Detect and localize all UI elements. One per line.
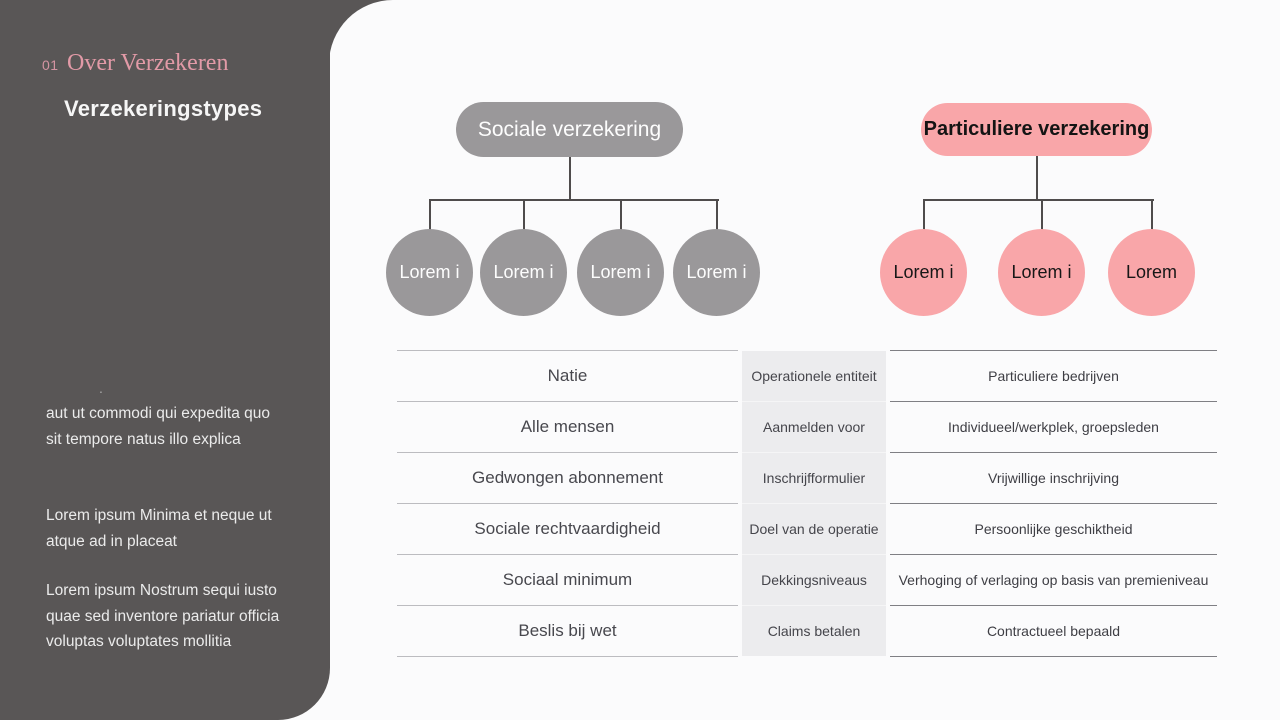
tree-private-stem — [1036, 155, 1038, 200]
tree-private-drop — [1151, 200, 1153, 230]
table-cell-social: Beslis bij wet — [397, 606, 738, 657]
sidebar-paragraph: aut ut commodi qui expedita quo sit temp… — [46, 405, 271, 448]
table-cell-private: Individueel/werkplek, groepsleden — [890, 402, 1217, 453]
tree-social-drop — [716, 200, 718, 230]
tree-node-social: Lorem i — [577, 229, 664, 316]
table-cell-attribute: Doel van de operatie — [742, 504, 886, 555]
tree-root-social: Sociale verzekering — [456, 102, 683, 157]
tree-private-crossbar — [923, 199, 1154, 201]
table-cell-social: Sociale rechtvaardigheid — [397, 504, 738, 555]
table-cell-social: Sociaal minimum — [397, 555, 738, 606]
table-column-private: Particuliere bedrijven Individueel/werkp… — [890, 350, 1217, 657]
table-cell-private: Vrijwillige inschrijving — [890, 453, 1217, 504]
table-column-attribute: Operationele entiteit Aanmelden voor Ins… — [742, 351, 886, 656]
tree-node-social: Lorem i — [480, 229, 567, 316]
table-cell-private: Persoonlijke geschiktheid — [890, 504, 1217, 555]
tree-node-private: Lorem i — [998, 229, 1085, 316]
tree-private-drop — [923, 200, 925, 230]
section-number: 01 — [42, 57, 59, 73]
table-cell-social: Alle mensen — [397, 402, 738, 453]
sidebar-paragraph: Lorem ipsum Minima et neque ut atque ad … — [46, 507, 272, 550]
sidebar-paragraph: Lorem ipsum Nostrum sequi iusto quae sed… — [46, 582, 280, 650]
table-cell-attribute: Claims betalen — [767, 623, 861, 639]
tree-social-drop — [523, 200, 525, 230]
table-cell-social: Natie — [397, 351, 738, 402]
tree-node-social: Lorem i — [386, 229, 473, 316]
table-cell-private: Contractueel bepaald — [890, 606, 1217, 657]
tree-node-private: Lorem — [1108, 229, 1195, 316]
table-cell-attribute: Aanmelden voor — [742, 402, 886, 453]
tree-node-social: Lorem i — [673, 229, 760, 316]
tree-social-drop — [429, 200, 431, 230]
table-cell-private: Verhoging of verlaging op basis van prem… — [890, 555, 1217, 606]
tree-root-private: Particuliere verzekering — [921, 103, 1152, 156]
section-title: Over Verzekeren — [67, 50, 229, 76]
table-cell-social: Gedwongen abonnement — [397, 453, 738, 504]
table-column-social: Natie Alle mensen Gedwongen abonnement S… — [397, 350, 738, 657]
stray-mark: . — [99, 380, 103, 396]
sidebar: 01 Over Verzekeren Verzekeringstypes . a… — [0, 0, 330, 720]
tree-private-drop — [1041, 200, 1043, 230]
tree-node-private: Lorem i — [880, 229, 967, 316]
tree-social-crossbar — [429, 199, 719, 201]
tree-social-stem — [569, 156, 571, 200]
table-cell-private: Particuliere bedrijven — [890, 351, 1217, 402]
table-cell-attribute: Dekkingsniveaus — [742, 555, 886, 606]
table-cell-attribute: Operationele entiteit — [742, 351, 886, 402]
table-cell-attribute: Inschrijfformulier — [742, 453, 886, 504]
page-title: Verzekeringstypes — [64, 96, 263, 121]
tree-social-drop — [620, 200, 622, 230]
